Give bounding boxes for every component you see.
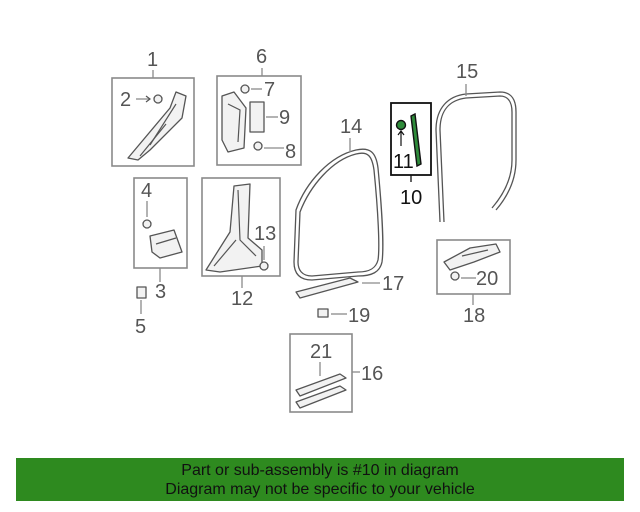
rear-door-weatherstrip [435, 91, 517, 223]
label-16: 16 [361, 363, 383, 385]
label-21: 21 [310, 341, 332, 363]
label-13: 13 [254, 223, 276, 245]
label-19: 19 [348, 305, 370, 327]
clip-2 [153, 94, 163, 104]
part-3-group: 4 3 5 [133, 177, 188, 338]
label-9: 9 [279, 107, 290, 129]
door-opening-trim-highlight [410, 112, 422, 168]
lower-pillar-panel [149, 229, 183, 259]
part-16-group: 21 16 [289, 333, 383, 413]
banner-line-2: Diagram may not be specific to your vehi… [165, 481, 475, 498]
label-15: 15 [456, 61, 478, 83]
clip-4 [142, 219, 152, 229]
part-17-group: 17 [295, 273, 404, 299]
part-1-group: 1 2 [111, 49, 195, 167]
label-5: 5 [135, 316, 146, 338]
label-11: 11 [393, 151, 414, 173]
part-12-group: 13 12 [201, 177, 281, 310]
part-15-group: 15 [435, 61, 517, 223]
sill-strip [295, 277, 359, 299]
banner-line-1: Part or sub-assembly is #10 in diagram [181, 462, 459, 479]
screw-8 [253, 141, 263, 151]
part-19-group: 19 [317, 305, 370, 327]
label-10: 10 [400, 187, 422, 209]
part-6-group: 6 7 9 8 [216, 46, 302, 166]
part-18-group: 20 18 [436, 239, 511, 327]
label-14: 14 [340, 116, 362, 138]
label-2: 2 [120, 89, 131, 111]
label-12: 12 [231, 288, 253, 310]
label-7: 7 [264, 79, 275, 101]
a-pillar-garnish [127, 91, 187, 161]
front-door-weatherstrip [293, 148, 384, 281]
scuff-plate [295, 373, 347, 397]
label-8: 8 [285, 141, 296, 163]
label-6: 6 [256, 46, 267, 68]
part-14-group: 14 [293, 116, 384, 281]
screw-7 [240, 84, 250, 94]
part-10-box [390, 102, 432, 176]
label-17: 17 [382, 273, 404, 295]
clip-5 [136, 286, 147, 299]
label-3: 3 [155, 281, 166, 303]
clip-20 [450, 271, 460, 281]
label-18: 18 [463, 305, 485, 327]
part-9-piece [249, 101, 265, 133]
info-banner: Part or sub-assembly is #10 in diagram D… [16, 458, 624, 501]
b-pillar-upper-garnish [221, 91, 247, 153]
part-10-group: 11 10 [390, 102, 432, 209]
clip-13 [259, 261, 269, 271]
part-1-box [111, 77, 195, 167]
label-4: 4 [141, 180, 152, 202]
clip-19 [317, 308, 329, 318]
b-pillar-lower-garnish [205, 183, 263, 273]
label-20: 20 [476, 268, 498, 290]
clip-11-highlight [395, 119, 407, 131]
label-1: 1 [147, 49, 158, 71]
